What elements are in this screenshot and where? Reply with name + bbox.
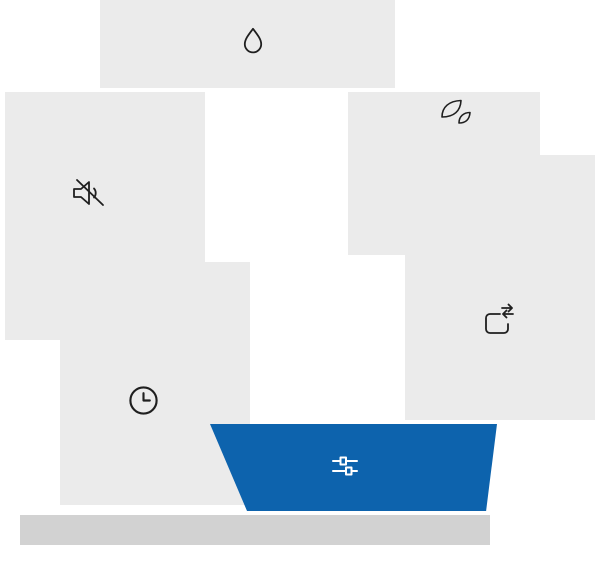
sliders-icon: [332, 456, 358, 476]
water-drop-icon: [243, 27, 263, 54]
tile-water: [100, 0, 395, 88]
device-swap-icon: [485, 303, 514, 334]
settings-trapezoid: [210, 424, 497, 511]
leaf-icon: [441, 99, 471, 124]
volume-mute-icon: [73, 179, 104, 206]
tile-swap: [405, 155, 595, 420]
bottom-bar: [20, 515, 490, 545]
tile-timer: [60, 262, 250, 505]
clock-icon: [129, 386, 158, 415]
